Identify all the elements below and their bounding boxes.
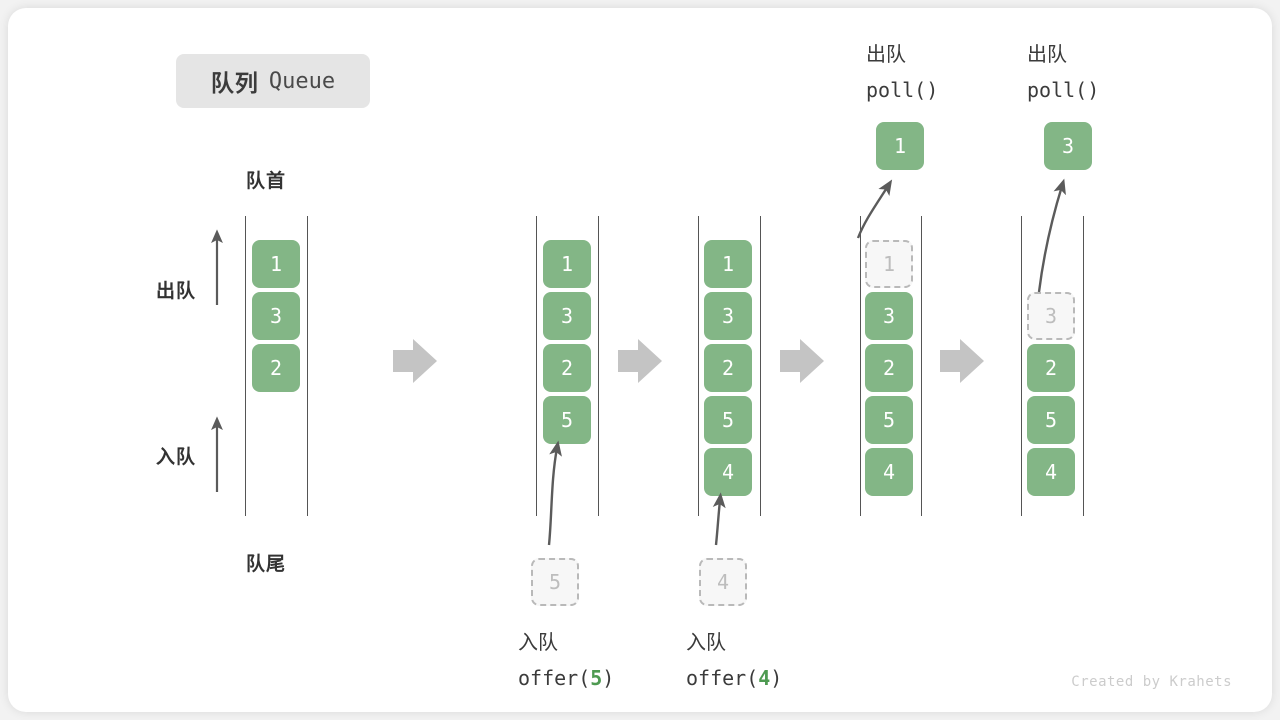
caption-code-text: offer( — [686, 666, 759, 690]
queue-cell: 2 — [252, 344, 300, 392]
queue-cell: 3 — [543, 292, 591, 340]
queue-rail-right-5 — [1083, 216, 1084, 516]
caption-cn: 出队 — [866, 44, 906, 66]
ghost-cell: 3 — [1027, 292, 1075, 340]
queue-cell: 2 — [543, 344, 591, 392]
popped-cell: 3 — [1044, 122, 1092, 170]
queue-rail-left-2 — [536, 216, 537, 516]
title-en: Queue — [268, 68, 336, 94]
queue-cell: 4 — [865, 448, 913, 496]
queue-rail-left-3 — [698, 216, 699, 516]
rear-label: 队尾 — [246, 554, 287, 575]
queue-rail-right-3 — [760, 216, 761, 516]
queue-cell: 1 — [704, 240, 752, 288]
caption-poll-3: 出队 poll() — [1027, 38, 1099, 108]
watermark: Created by Krahets — [1071, 674, 1232, 690]
caption-offer-4: 入队 offer(4) — [686, 626, 782, 696]
ghost-cell: 4 — [699, 558, 747, 606]
queue-cell: 5 — [865, 396, 913, 444]
queue-rail-right-2 — [598, 216, 599, 516]
caption-code: offer(4) — [686, 666, 783, 690]
enqueue-label: 入队 — [156, 447, 197, 468]
title-badge: 队列 Queue — [176, 54, 370, 108]
ghost-cell: 1 — [865, 240, 913, 288]
ghost-cell: 5 — [531, 558, 579, 606]
queue-rail-left-4 — [860, 216, 861, 516]
caption-code: poll() — [866, 78, 939, 102]
diagram-card: 队列 Queue 队首 出队 入队 1 3 2 队尾 1 3 2 5 5 入队 … — [8, 8, 1272, 712]
dequeue-label: 出队 — [156, 281, 197, 302]
queue-cell: 4 — [1027, 448, 1075, 496]
queue-rail-left-1 — [245, 216, 246, 516]
caption-cn: 出队 — [1027, 44, 1067, 66]
caption-code: offer(5) — [518, 666, 615, 690]
caption-code-arg: 4 — [758, 666, 771, 690]
queue-cell: 3 — [704, 292, 752, 340]
queue-cell: 5 — [704, 396, 752, 444]
queue-cell: 1 — [543, 240, 591, 288]
caption-poll-1: 出队 poll() — [866, 38, 938, 108]
popped-cell: 1 — [876, 122, 924, 170]
queue-cell: 2 — [1027, 344, 1075, 392]
queue-cell: 5 — [1027, 396, 1075, 444]
queue-rail-left-5 — [1021, 216, 1022, 516]
title-cn: 队列 — [210, 70, 259, 96]
caption-cn: 入队 — [518, 632, 558, 654]
queue-cell-new: 4 — [704, 448, 752, 496]
caption-code: poll() — [1027, 78, 1100, 102]
queue-rail-right-1 — [307, 216, 308, 516]
queue-cell: 3 — [252, 292, 300, 340]
queue-cell: 2 — [704, 344, 752, 392]
caption-code-arg: 5 — [590, 666, 603, 690]
caption-cn: 入队 — [686, 632, 726, 654]
front-label: 队首 — [246, 171, 287, 192]
queue-cell: 1 — [252, 240, 300, 288]
queue-cell: 2 — [865, 344, 913, 392]
queue-cell: 3 — [865, 292, 913, 340]
queue-rail-right-4 — [921, 216, 922, 516]
queue-cell-new: 5 — [543, 396, 591, 444]
caption-offer-5: 入队 offer(5) — [518, 626, 614, 696]
caption-code-text: offer( — [518, 666, 591, 690]
